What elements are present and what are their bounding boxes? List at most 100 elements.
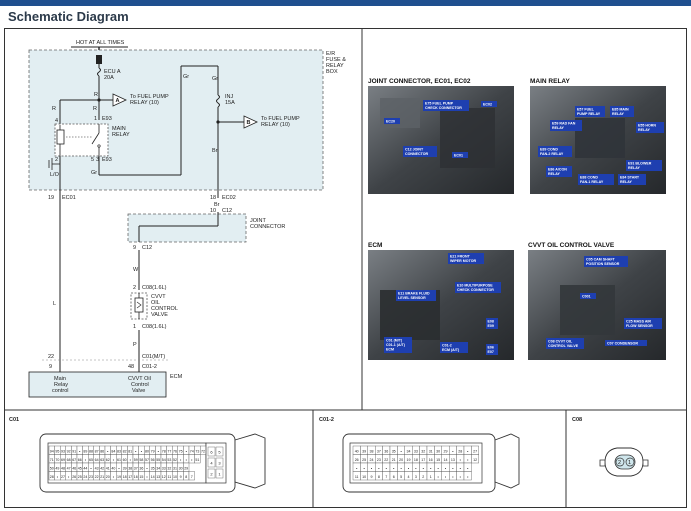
svg-text:CHECK CONNECTOR: CHECK CONNECTOR xyxy=(425,106,462,110)
c012-pin: 7 xyxy=(385,475,387,479)
main-relay-label-1: MAIN xyxy=(112,126,126,132)
pin-e93-3: 3 xyxy=(96,157,99,163)
c01-pin: 34 xyxy=(156,466,160,470)
c01-pin: 64 xyxy=(95,458,99,462)
c012-pin: • xyxy=(445,466,447,470)
c01-pin: 69 xyxy=(61,458,65,462)
svg-text:C001: C001 xyxy=(582,295,591,299)
pin-c12-top: C12 xyxy=(222,208,232,214)
c01-pin: 54 xyxy=(162,458,166,462)
c01-pin: 24 xyxy=(83,475,87,479)
c012-pin: 12 xyxy=(473,458,477,462)
wire-label-gr2: Gr xyxy=(212,76,218,82)
svg-text:C01-1 (A/T): C01-1 (A/T) xyxy=(386,343,406,347)
c01-pin: 73 xyxy=(195,449,199,453)
c012-pin: 38 xyxy=(370,449,374,453)
ref-a-triangle xyxy=(112,93,127,107)
c01-pin: • xyxy=(90,466,92,470)
svg-text:E11 BRAKE FLUID: E11 BRAKE FLUID xyxy=(398,292,430,296)
c012-pin: • xyxy=(452,466,454,470)
svg-text:PUMP RELAY: PUMP RELAY xyxy=(577,112,601,116)
svg-text:E91 BLOWER: E91 BLOWER xyxy=(628,162,652,166)
svg-text:E10 MULTIPURPOSE: E10 MULTIPURPOSE xyxy=(457,284,493,288)
c012-pin: • xyxy=(386,466,388,470)
c01-pin: 93 xyxy=(61,449,65,453)
svg-text:CHECK CONNECTOR: CHECK CONNECTOR xyxy=(457,288,494,292)
c01-pin: • xyxy=(146,475,148,479)
c01-pin: 59 xyxy=(134,458,138,462)
svg-text:POSITION SENSOR: POSITION SENSOR xyxy=(586,262,620,266)
c012-pin: • xyxy=(437,466,439,470)
pin-c12-bot: C12 xyxy=(142,245,152,251)
c012-pin: • xyxy=(460,458,462,462)
c01-pin: 77 xyxy=(167,449,171,453)
svg-text:RELAY: RELAY xyxy=(548,172,560,176)
c012-pin: 18 xyxy=(414,458,418,462)
c012-pin: 29 xyxy=(444,449,448,453)
cvvt-label-1: CVVT xyxy=(151,294,166,300)
c012-pin: • xyxy=(460,466,462,470)
svg-text:FAN-2 RELAY: FAN-2 RELAY xyxy=(540,152,564,156)
photo-main-relay-callouts: E57 FUEL PUMP RELAY E85 MAIN RELAY E59 R… xyxy=(538,106,664,185)
svg-text:E21 FRONT: E21 FRONT xyxy=(450,255,471,259)
c01-pin: 66 xyxy=(78,458,82,462)
pin-c08-top: C08(1.6L) xyxy=(142,285,167,291)
c01-pin: • xyxy=(57,475,59,479)
c01-pin: 27 xyxy=(61,475,65,479)
c012-pin: 19 xyxy=(407,458,411,462)
svg-text:E89 COND: E89 COND xyxy=(540,148,558,152)
pin-ec02: EC02 xyxy=(222,195,236,201)
c01-cell xyxy=(188,471,195,481)
pin-c012-48: 48 xyxy=(128,364,134,370)
c012-pin: 15 xyxy=(436,458,440,462)
ecm-box xyxy=(28,371,167,398)
c012-pin: 16 xyxy=(429,458,433,462)
svg-text:RELAY: RELAY xyxy=(552,126,564,130)
connector-c08-label: C08 xyxy=(572,417,582,423)
photo-cvvt-title: CVVT OIL CONTROL VALVE xyxy=(528,242,615,249)
connector-c012-label: C01-2 xyxy=(319,417,334,423)
ecu-fuse-body xyxy=(96,55,102,64)
c01-pin: • xyxy=(130,458,132,462)
c01-pin: 92 xyxy=(67,449,71,453)
inj-fuse-label-1: INJ xyxy=(225,94,234,100)
box-label-line-1: E/R xyxy=(326,51,335,57)
c012-pin: 34 xyxy=(407,449,411,453)
c012-pin: 30 xyxy=(436,449,440,453)
connector-c01-label: C01 xyxy=(9,417,19,423)
c012-pin: • xyxy=(415,466,417,470)
svg-text:C12 JOINT: C12 JOINT xyxy=(405,148,424,152)
c01-pin: 33 xyxy=(162,466,166,470)
wire-label-l: L xyxy=(53,301,56,307)
pin-e93-bot: E93 xyxy=(102,157,112,163)
c01-pin: 55 xyxy=(156,458,160,462)
c01-pin: • xyxy=(135,449,137,453)
c01-pin: 80 xyxy=(145,449,149,453)
c01-pin: 60 xyxy=(123,458,127,462)
hot-at-all-times-label: HOT AT ALL TIMES xyxy=(76,40,125,46)
svg-text:WIPER MOTOR: WIPER MOTOR xyxy=(450,259,476,263)
cvvt-label-3: CONTROL xyxy=(151,306,178,312)
box-label-line-2: FUSE & xyxy=(326,57,346,63)
ecu-fuse-label-1: ECU A xyxy=(104,69,121,75)
wire-label-gr3: Gr xyxy=(91,170,97,176)
c01-pin: 82 xyxy=(123,449,127,453)
c01-pin: 9 xyxy=(180,475,182,479)
ground-symbol xyxy=(48,158,53,170)
ref-b-triangle xyxy=(243,115,258,129)
inj-fuse-element xyxy=(216,94,220,108)
svg-text:E55 HORN: E55 HORN xyxy=(638,124,656,128)
c01-pin: 41 xyxy=(106,466,110,470)
relay-coil xyxy=(56,129,65,145)
c01-side-pin: 6 xyxy=(210,450,213,455)
c012-pin: 26 xyxy=(355,458,359,462)
c01-pin: • xyxy=(68,475,70,479)
c012-cell xyxy=(463,471,472,481)
svg-text:C25 MASS AIR: C25 MASS AIR xyxy=(626,320,651,324)
svg-text:C01-2: C01-2 xyxy=(442,344,452,348)
svg-text:LEVEL SENSOR: LEVEL SENSOR xyxy=(398,296,426,300)
c012-pin: 2 xyxy=(422,475,424,479)
svg-text:EC01: EC01 xyxy=(454,154,463,158)
c01-pin: • xyxy=(141,449,143,453)
